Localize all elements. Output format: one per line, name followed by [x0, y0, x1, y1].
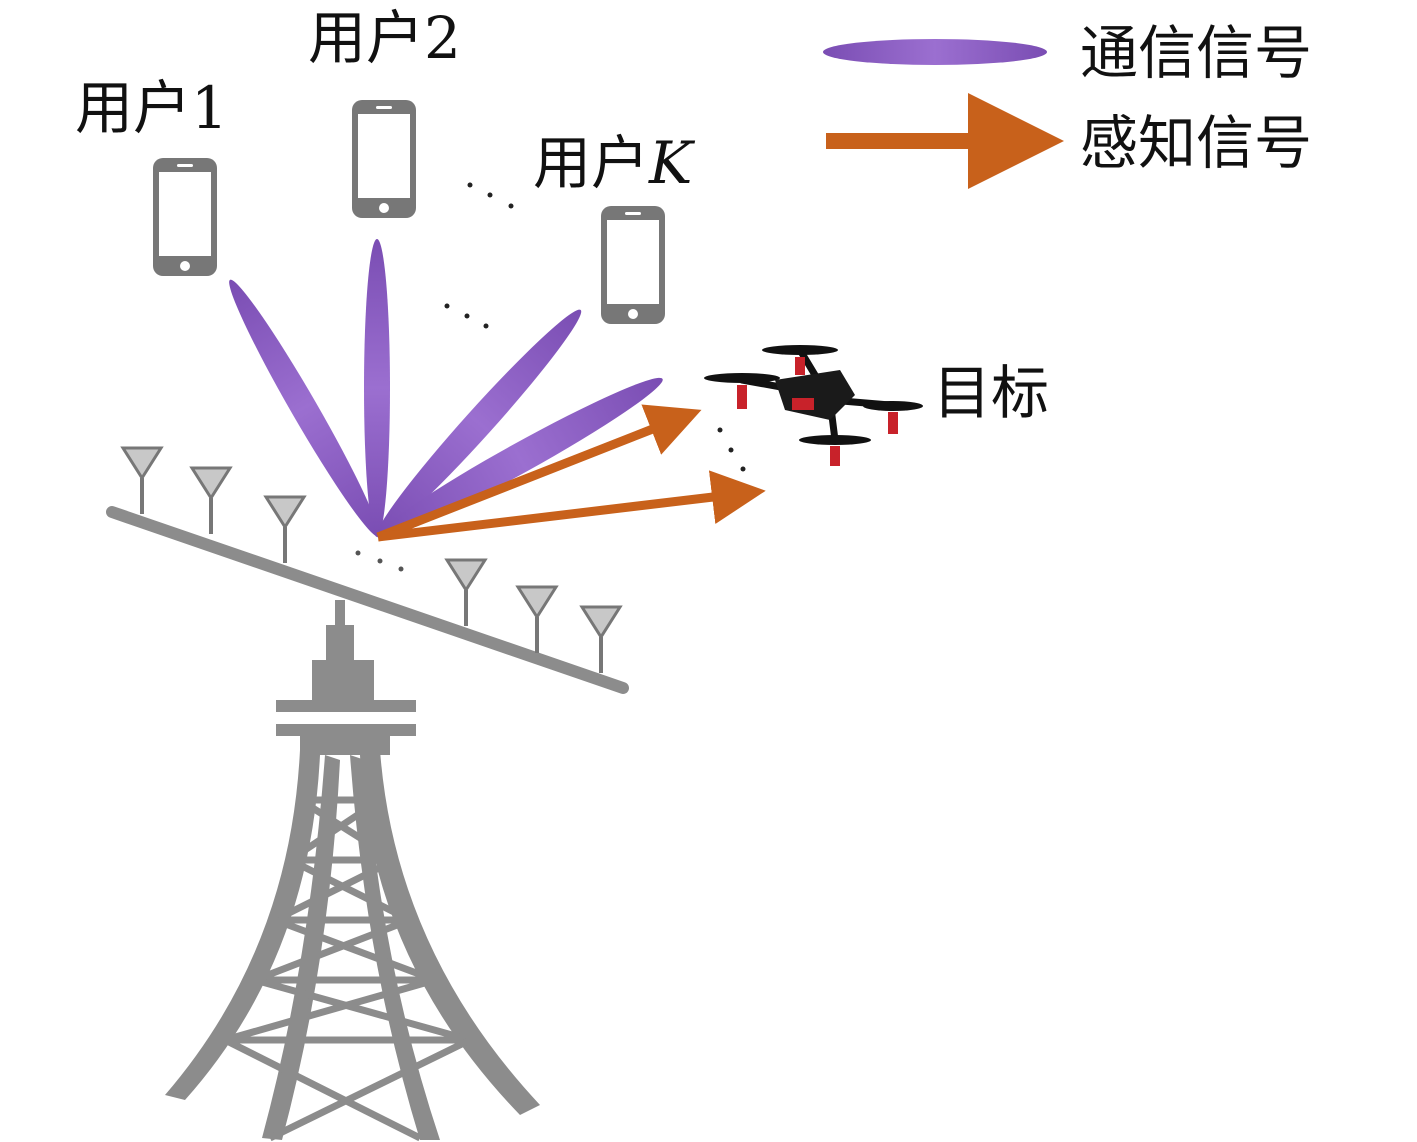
- label-userK-var: K: [648, 129, 696, 197]
- antenna-array: [106, 446, 629, 694]
- antenna-ellipsis: [355, 550, 404, 572]
- legend-sensing-label: 感知信号: [1080, 109, 1312, 177]
- beam-user2: [364, 239, 390, 537]
- label-userK-prefix: 用户: [533, 129, 649, 197]
- drone-target-icon: [704, 345, 923, 466]
- user-ellipsis: [444, 182, 746, 472]
- legend: 通信信号 感知信号: [823, 19, 1312, 189]
- legend-communication-label: 通信信号: [1080, 19, 1312, 87]
- beam-user1: [229, 279, 379, 537]
- label-user2: 用户2: [308, 4, 461, 72]
- beam-userK: [376, 309, 582, 537]
- sensing-arrow-1: [376, 404, 702, 542]
- base-station-tower: [165, 600, 540, 1142]
- sensing-arrow-2: [377, 470, 766, 542]
- label-user1: 用户1: [75, 74, 228, 142]
- legend-beam-icon: [823, 39, 1047, 65]
- phone-icon-user2: [352, 100, 416, 218]
- communication-beams: [229, 239, 663, 539]
- phone-icon-userK: [601, 206, 665, 324]
- label-target: 目标: [933, 359, 1049, 427]
- phone-icon-user1: [153, 158, 217, 276]
- beam-extra: [377, 377, 663, 539]
- sensing-arrows: [376, 404, 766, 542]
- label-userK: 用户K: [533, 129, 696, 197]
